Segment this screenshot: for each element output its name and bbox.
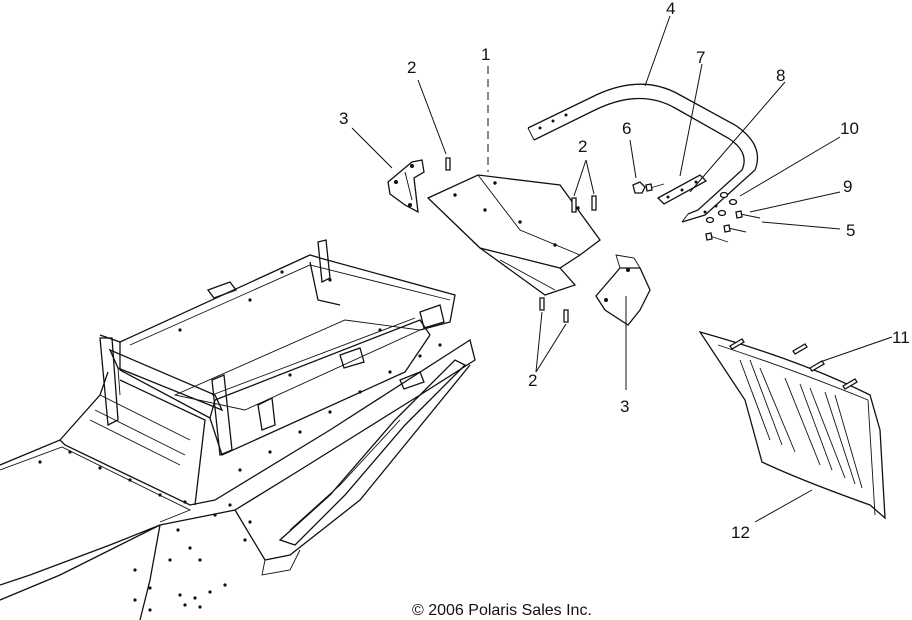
tunnel-holes — [38, 270, 442, 612]
callout-12: 12 — [731, 523, 750, 542]
callout-3-right: 3 — [620, 397, 629, 416]
part-8-spacer — [656, 174, 708, 205]
callout-4: 4 — [666, 0, 675, 18]
callout-labels: 1 2 2 2 3 3 4 5 6 7 8 9 10 11 12 — [339, 0, 910, 542]
tunnel-chassis — [0, 239, 476, 620]
callout-11: 11 — [892, 328, 910, 347]
callout-7: 7 — [696, 48, 705, 67]
part-3-left-bracket — [387, 159, 425, 214]
callout-8: 8 — [776, 66, 785, 85]
callout-3-left: 3 — [339, 109, 348, 128]
part-12-snowflap — [698, 330, 886, 520]
callout-5: 5 — [846, 221, 855, 240]
callout-10: 10 — [840, 119, 859, 138]
leader-lines — [351, 15, 893, 523]
callout-2-bottom: 2 — [528, 371, 537, 390]
callout-9: 9 — [843, 177, 852, 196]
callout-2-top-right: 2 — [578, 137, 587, 156]
part-1-tray — [426, 174, 601, 296]
copyright-notice: © 2006 Polaris Sales Inc. — [412, 602, 592, 619]
part-2-rivets — [445, 157, 597, 323]
callout-2-top-left: 2 — [407, 58, 416, 77]
part-4-grab-bar — [527, 83, 759, 223]
callout-6: 6 — [622, 119, 631, 138]
hardware-fasteners — [632, 181, 761, 243]
part-3-right-bracket — [595, 254, 651, 326]
callout-1: 1 — [481, 45, 490, 64]
